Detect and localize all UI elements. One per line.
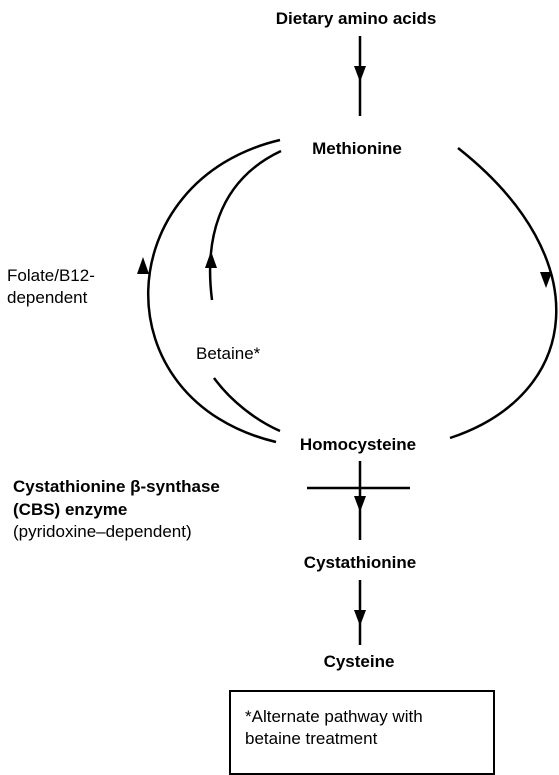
- arc-inner-betaine: [208, 149, 282, 301]
- arrowhead-cysteine: [354, 610, 366, 626]
- arc-right: [449, 147, 558, 440]
- arrowhead-cystathionine: [354, 496, 366, 512]
- label-enzyme-cofactor: (pyridoxine–dependent): [13, 522, 192, 541]
- label-enzyme-name: Cystathionine β-synthase: [13, 477, 220, 496]
- node-homocysteine: Homocysteine: [299, 435, 417, 454]
- node-cystathionine: Cystathionine: [303, 553, 417, 572]
- arrowhead-dietary: [354, 66, 366, 82]
- arrowhead-inner-betaine: [205, 251, 217, 268]
- arc-outer-left: [147, 138, 281, 444]
- footnote-line1: *Alternate pathway with: [245, 707, 423, 726]
- arc-inner-betaine-lower: [212, 377, 281, 433]
- label-folate-b12-line1: Folate/B12-: [7, 266, 95, 285]
- node-methionine: Methionine: [312, 139, 402, 158]
- arrowhead-right: [540, 272, 552, 288]
- label-enzyme-abbrev: (CBS) enzyme: [13, 500, 128, 519]
- label-betaine: Betaine*: [196, 344, 261, 363]
- node-cysteine: Cysteine: [323, 652, 395, 671]
- footnote-line2: betaine treatment: [245, 729, 378, 748]
- footnote-box: *Alternate pathway with betaine treatmen…: [229, 690, 495, 775]
- arrowhead-outer-left: [137, 257, 149, 274]
- label-folate-b12-line2: dependent: [7, 288, 88, 307]
- node-dietary-amino-acids: Dietary amino acids: [275, 9, 437, 28]
